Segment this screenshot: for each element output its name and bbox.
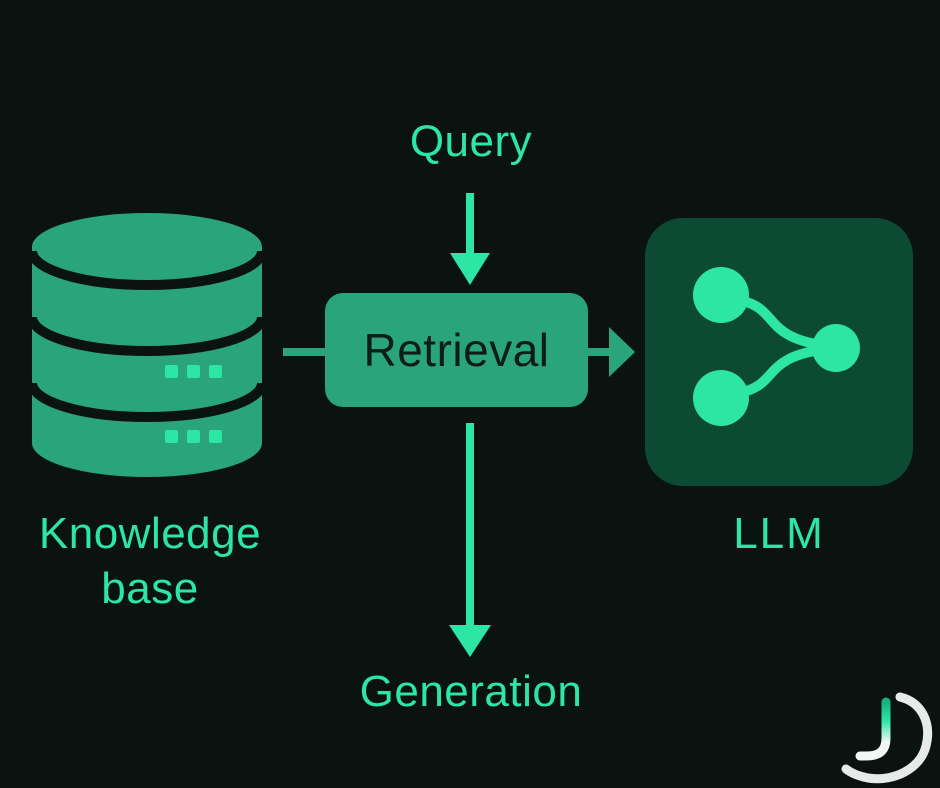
- knowledge-to-retrieval-connector: [283, 348, 327, 356]
- llm-node: [645, 218, 913, 486]
- generation-label: Generation: [359, 667, 583, 716]
- database-dots: [165, 365, 222, 443]
- llm-label: LLM: [733, 509, 825, 558]
- database-icon: [30, 213, 264, 477]
- retrieval-to-llm-arrow-icon: [587, 327, 635, 377]
- generation-down-arrow-icon: [449, 423, 491, 657]
- query-label: Query: [409, 117, 533, 166]
- knowledge-base-label: Knowledge base: [38, 509, 262, 613]
- brand-logo: [841, 692, 933, 784]
- retrieval-label: Retrieval: [363, 324, 550, 376]
- network-share-icon: [693, 267, 860, 426]
- retrieval-node: Retrieval: [325, 293, 588, 407]
- query-down-arrow-icon: [450, 193, 490, 285]
